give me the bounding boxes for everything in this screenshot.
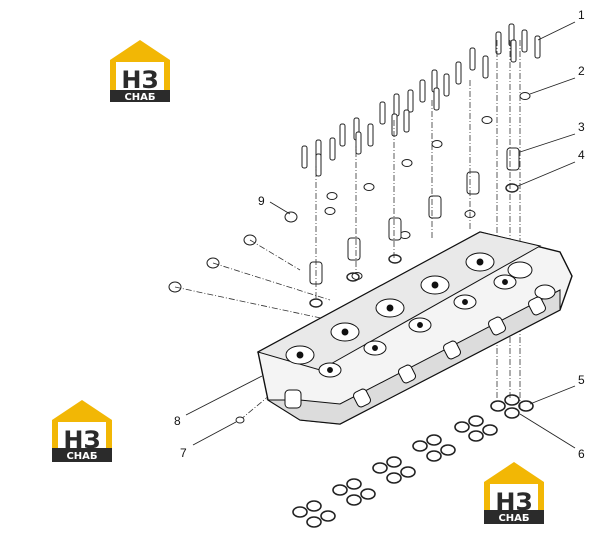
logo-watermark-top-left: НЗ СНАБ — [110, 40, 170, 103]
logo-watermark-bottom-right: НЗ СНАБ — [484, 462, 544, 524]
callout-9: 9 — [258, 194, 265, 208]
callout-2: 2 — [578, 64, 585, 78]
svg-text:НЗ: НЗ — [121, 66, 158, 94]
logo-watermark-bottom-left: НЗ СНАБ — [52, 400, 112, 462]
svg-text:СНАБ: СНАБ — [66, 451, 97, 462]
injector-sleeves — [309, 147, 520, 285]
plugs — [168, 211, 298, 293]
alignment-lines — [174, 40, 521, 421]
leader-lines — [185, 21, 576, 449]
callout-8: 8 — [174, 414, 181, 428]
callout-6: 6 — [578, 447, 585, 461]
callout-1: 1 — [578, 8, 585, 22]
callout-3: 3 — [578, 120, 585, 134]
washers-small — [324, 92, 531, 280]
callout-7: 7 — [180, 446, 187, 460]
callout-4: 4 — [578, 148, 585, 162]
svg-text:СНАБ: СНАБ — [498, 513, 529, 524]
seal-rings — [292, 394, 534, 528]
cylinder-head — [256, 231, 573, 425]
o-rings — [309, 183, 519, 308]
callout-5: 5 — [578, 373, 585, 387]
callout-labels: 1 2 3 4 5 6 7 8 9 — [174, 8, 585, 461]
stud-bolts — [301, 23, 541, 177]
svg-text:СНАБ: СНАБ — [124, 92, 155, 103]
dowel-pin — [235, 416, 245, 424]
